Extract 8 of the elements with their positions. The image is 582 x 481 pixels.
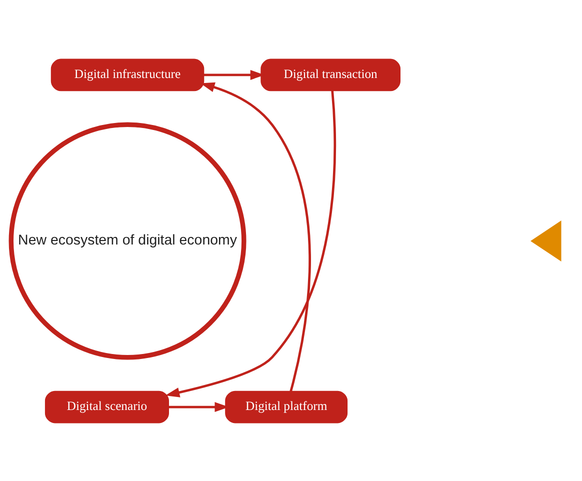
arrow bbox=[200, 82, 311, 391]
node-box: Digital platform bbox=[225, 390, 348, 423]
node-triangle bbox=[530, 220, 562, 261]
node-box: Digital transaction bbox=[260, 58, 400, 91]
node-circle: New ecosystem of digital economy bbox=[8, 122, 246, 360]
arrow bbox=[165, 90, 336, 397]
node-box: Digital infrastructure bbox=[50, 58, 204, 91]
node-box: Digital scenario bbox=[44, 390, 169, 423]
